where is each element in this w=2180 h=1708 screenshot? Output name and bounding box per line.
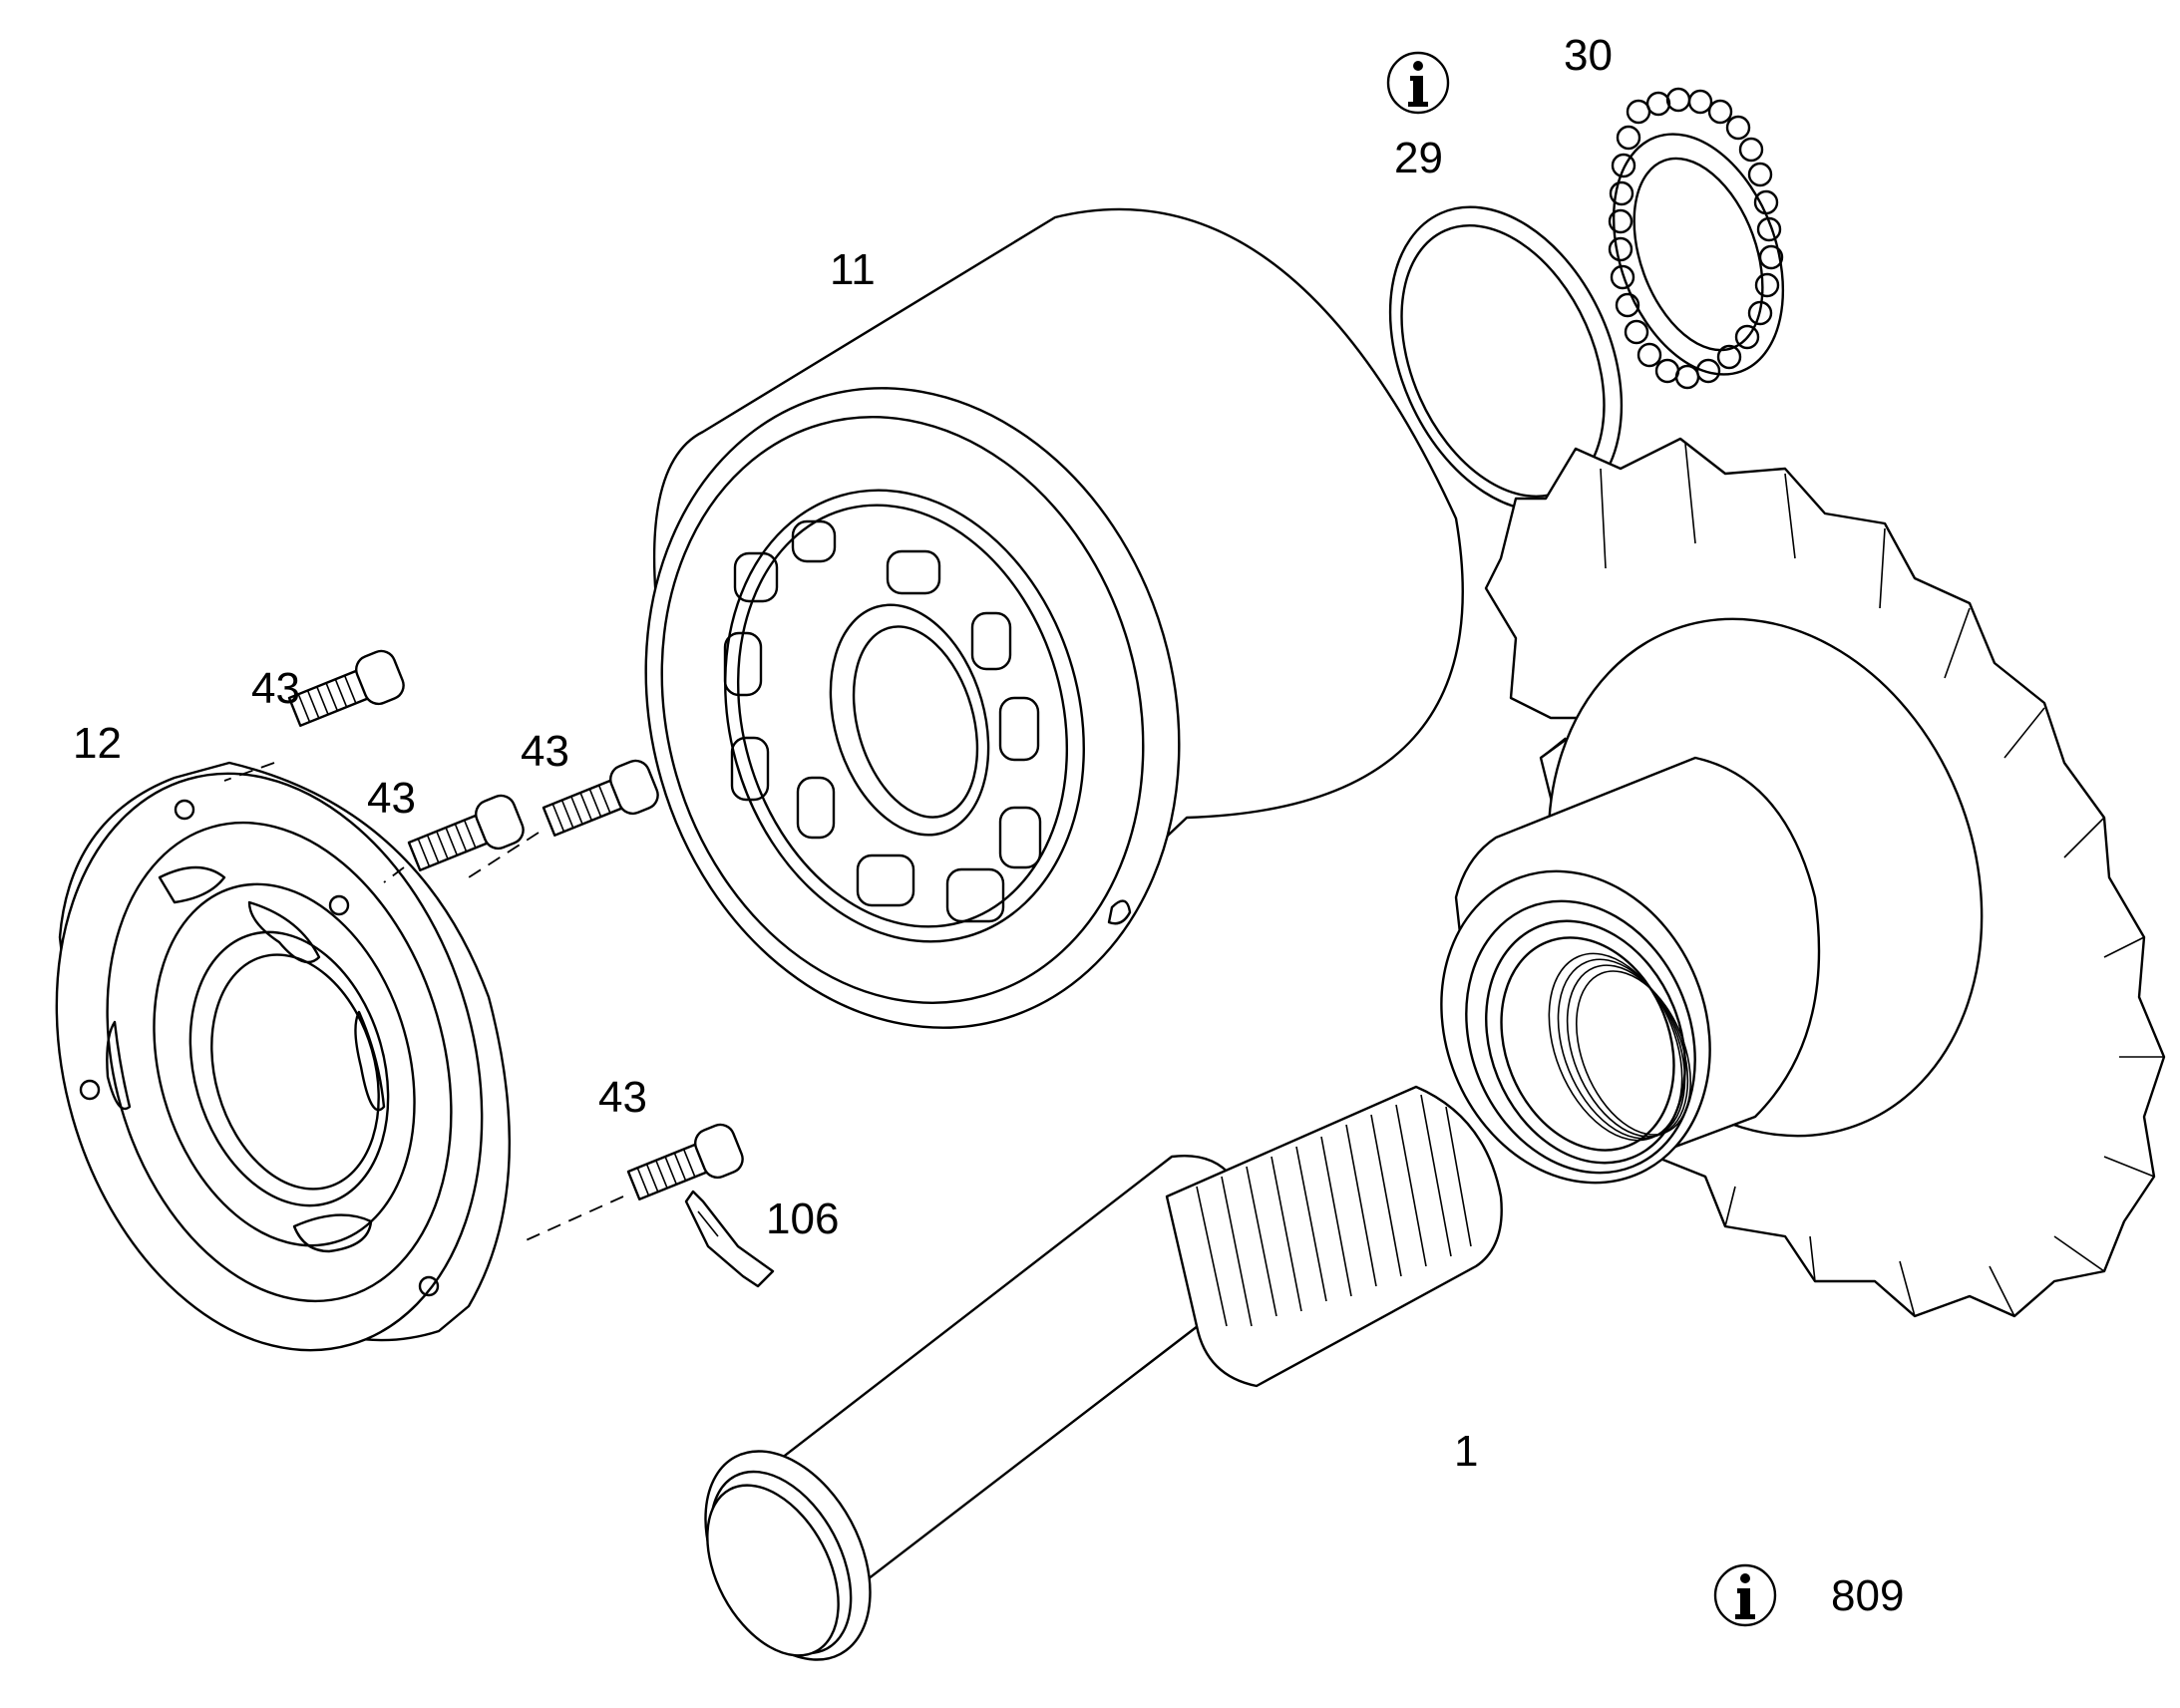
shaft-splines: [1165, 1085, 1503, 1388]
spring-coils: [1608, 87, 1784, 390]
valve-plate-part: [55, 761, 512, 1352]
screw-part-c: [542, 759, 659, 838]
callout-43-b: 43: [367, 774, 416, 823]
callout-43-a: 43: [251, 664, 300, 713]
cylinder-block-part: [644, 207, 1464, 1029]
callout-12: 12: [73, 719, 122, 768]
callout-29: 29: [1394, 134, 1443, 182]
screw-part-a: [287, 649, 405, 728]
screw-part-b: [407, 794, 525, 872]
seal-grooves: [1548, 952, 1692, 1142]
valve-plate-holes: [79, 799, 440, 1297]
assembly-lines: [223, 762, 624, 1242]
screw-part-d: [626, 1123, 744, 1201]
callout-30: 30: [1564, 31, 1613, 80]
callout-43-d: 43: [598, 1073, 647, 1122]
shaft-with-gear-part: [704, 437, 2166, 1661]
callout-106: 106: [766, 1195, 839, 1243]
cylinder-bores: [723, 519, 1042, 923]
callout-1: 1: [1454, 1427, 1478, 1476]
valve-plate-kidney-ports: [106, 865, 386, 1253]
spring-set-part: [1608, 87, 1785, 390]
info-icon: [1713, 1563, 1777, 1627]
callout-43-c: 43: [521, 727, 569, 776]
callout-11: 11: [830, 245, 876, 294]
info-icon: [1386, 51, 1450, 115]
callout-809: 809: [1831, 1571, 1904, 1620]
adhesive-tube-part: [684, 1190, 775, 1288]
